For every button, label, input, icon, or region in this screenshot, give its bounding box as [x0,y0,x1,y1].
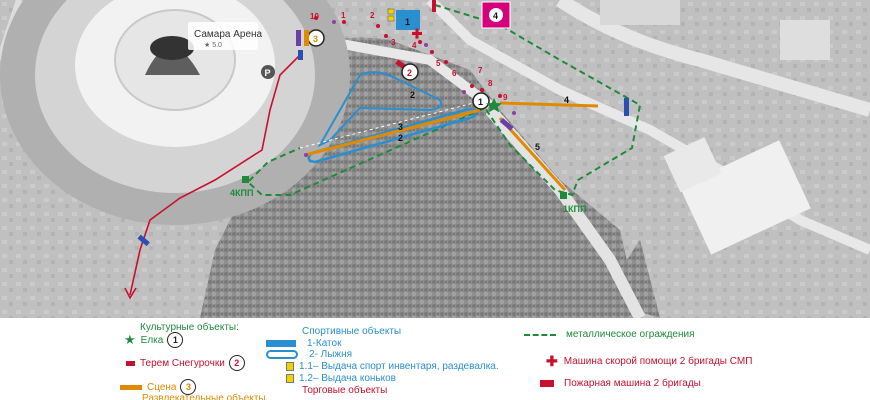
legend-sport-title: Спортивные объекты [302,326,402,337]
map-canvas: Самара Арена ★ 5.0 P 2 3 2 4 5 1 4 [0,0,870,318]
parking-letter: P [265,68,271,78]
legend-ambulance: ✚ Машина скорой помощи 2 бригады СМП [546,353,753,369]
road-south [485,106,646,318]
stadium-label: Самара Арена ★ 5.0 [188,22,263,50]
issue-point-icon [387,8,395,15]
rink-icon [266,340,296,347]
gate-marker [298,50,303,60]
svg-text:4КПП: 4КПП [230,188,253,198]
gate-marker [624,98,629,116]
event-map: Самара Арена ★ 5.0 P 2 3 2 4 5 1 4 [0,0,870,318]
issue-point-icon [286,374,294,383]
stadium [0,0,350,225]
cross-icon: ✚ [546,353,558,369]
fire-truck-icon [540,380,554,387]
elka-star-icon [486,98,502,113]
marker-terem-circle: 2 [401,63,419,81]
star-icon: ★ [124,332,136,347]
legend-issue-12: 1.2– Выдача коньков [286,373,396,384]
svg-text:9: 9 [503,93,508,102]
legend-rink: 1-Каток [266,338,341,349]
legend-terem: Терем Снегурочки 2 [126,355,245,371]
svg-text:8: 8 [488,79,493,88]
stadium-name: Самара Арена [194,29,263,40]
terem-icon [126,360,135,366]
gate-marker [137,234,150,247]
legend-fence: металлическое ограждения [524,329,695,340]
svg-text:2: 2 [407,68,412,78]
issue-point-icon [286,362,294,371]
svg-text:3: 3 [391,38,396,47]
svg-text:1: 1 [341,11,346,20]
stage-icon [120,384,142,390]
fire-truck-icon [432,0,436,12]
road-east [426,0,870,255]
route-arrow-icon [124,287,137,300]
svg-text:7: 7 [478,66,483,75]
zone-4-marker: 4 [481,1,511,29]
issue-point-icon [387,15,395,22]
gate-marker [499,117,514,131]
legend-fire: Пожарная машина 2 бригады [540,378,701,389]
svg-text:3: 3 [313,34,318,44]
legend-elka: ★ Елка 1 [124,332,184,348]
rink-label: 1 [405,17,410,27]
track-label-4: 4 [564,95,569,105]
svg-text:1: 1 [478,97,483,107]
svg-text:6: 6 [452,69,457,78]
checkpoint-4kpp: 4КПП [230,176,253,198]
track-label-5: 5 [535,142,540,152]
checkpoint-1kpp: 1КПП [560,192,586,214]
gate-marker [296,30,301,46]
zone-4-number: 4 [493,11,498,21]
fence-line [246,4,642,197]
stadium-rating: ★ 5.0 [204,41,222,49]
trade-points: 10 1 2 3 4 5 6 7 8 9 [310,11,508,102]
track-label-3: 3 [398,122,403,132]
marker-elka-circle: 1 [472,92,490,110]
marker-stage-circle: 3 [307,29,325,47]
svg-text:5: 5 [436,59,441,68]
road-northeast [556,0,870,117]
stage-path-4 [499,101,599,108]
legend-cut-text: Развлекательные объекты [142,393,266,400]
svg-text:1КПП: 1КПП [563,204,586,214]
legend: Культурные объекты: ★ Елка 1 Терем Снегу… [0,318,870,400]
ski-icon [266,350,298,359]
legend-trade-title: Торговые объекты [302,385,388,396]
legend-cultural-title: Культурные объекты: [140,322,239,333]
legend-ski: 2- Лыжня [266,349,352,360]
track-label-2b: 2 [398,133,403,143]
legend-stage: Сцена 3 [120,379,197,395]
track-label-2a: 2 [410,90,415,100]
warehouse-building [679,140,811,255]
rink-marker: 1 [396,10,420,30]
purple-points [304,20,516,157]
ambulance-icon [412,28,422,39]
svg-text:10: 10 [310,12,319,21]
fence-icon [524,333,556,336]
legend-issue-11: 1.1– Выдача спорт инвентаря, раздевалка. [286,361,499,372]
ski-track-loop [317,71,443,148]
svg-text:4: 4 [412,41,417,50]
parking-marker: P [261,65,275,79]
stage-path-3 [304,108,481,157]
ski-track-straight [307,107,478,164]
svg-text:2: 2 [370,11,375,20]
stage-icon [304,30,309,46]
